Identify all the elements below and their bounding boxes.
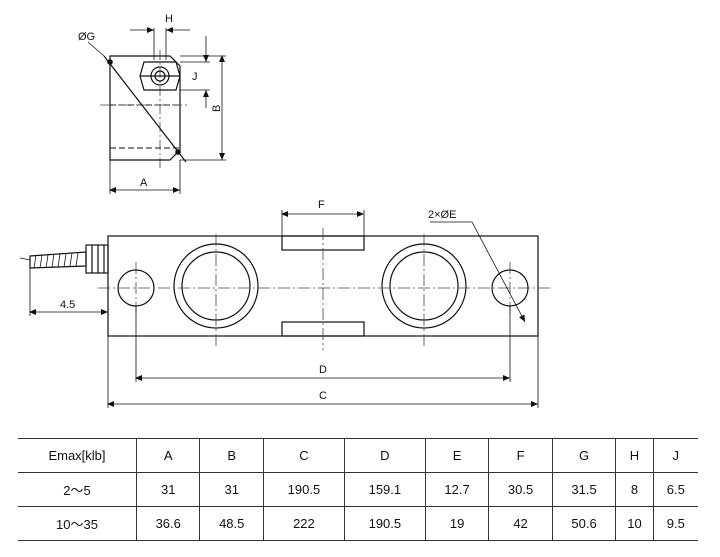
label-d: D — [319, 364, 327, 376]
table-cell: 42 — [488, 506, 553, 541]
table-cell: 19 — [424, 506, 489, 541]
header-cell: H — [615, 438, 654, 473]
header-cell: E — [424, 438, 489, 473]
header-cell: D — [343, 438, 426, 473]
header-cell: B — [199, 438, 264, 473]
table-cell: 31.5 — [551, 472, 616, 507]
table-cell: 190.5 — [343, 506, 426, 541]
side-view — [19, 210, 552, 408]
table-cell: 30.5 — [488, 472, 553, 507]
table-cell: 50.6 — [551, 506, 616, 541]
table-cell: 31 — [135, 472, 200, 507]
table-row: 10～35 36.6 48.5 222 190.5 19 42 50.6 10 … — [18, 506, 698, 541]
label-j: J — [192, 71, 198, 83]
label-offset: 4.5 — [60, 299, 75, 311]
table-cell: 2～5 — [18, 472, 137, 507]
cable-gland — [85, 244, 109, 274]
header-cell: Emax[klb] — [18, 438, 137, 473]
table-cell: 10～35 — [18, 506, 137, 541]
header-cell: A — [135, 438, 200, 473]
header-cell: J — [652, 438, 698, 473]
table-cell: 9.5 — [652, 506, 698, 541]
table-header-row: Emax[klb] A B C D E F G H J — [18, 438, 698, 473]
table-cell: 48.5 — [199, 506, 264, 541]
table-cell: 190.5 — [262, 472, 345, 507]
spec-table: Emax[klb] A B C D E F G H J 2～5 31 31 19… — [18, 438, 698, 541]
end-view-bore-inner — [154, 70, 166, 82]
table-cell: 36.6 — [135, 506, 200, 541]
label-e: 2×ØE — [428, 209, 456, 221]
label-g: ØG — [78, 31, 95, 43]
label-c: C — [319, 390, 327, 402]
table-cell: 8 — [615, 472, 654, 507]
table-cell: 222 — [262, 506, 345, 541]
table-row: 2～5 31 31 190.5 159.1 12.7 30.5 31.5 8 6… — [18, 472, 698, 507]
end-view-bore-outer — [150, 66, 170, 86]
header-cell: G — [551, 438, 616, 473]
label-a: A — [140, 177, 148, 189]
header-cell: C — [262, 438, 345, 473]
label-b: B — [211, 105, 223, 112]
table-cell: 6.5 — [652, 472, 698, 507]
cable — [29, 251, 87, 269]
table-cell: 10 — [615, 506, 654, 541]
end-view-body — [109, 55, 181, 161]
header-cell: F — [488, 438, 553, 473]
table-cell: 12.7 — [424, 472, 489, 507]
table-cell: 159.1 — [343, 472, 426, 507]
label-f: F — [318, 199, 325, 211]
load-cell-drawing: H ØG J B A — [19, 13, 552, 408]
table-cell: 31 — [199, 472, 264, 507]
label-h: H — [165, 13, 173, 25]
end-view — [87, 27, 226, 194]
